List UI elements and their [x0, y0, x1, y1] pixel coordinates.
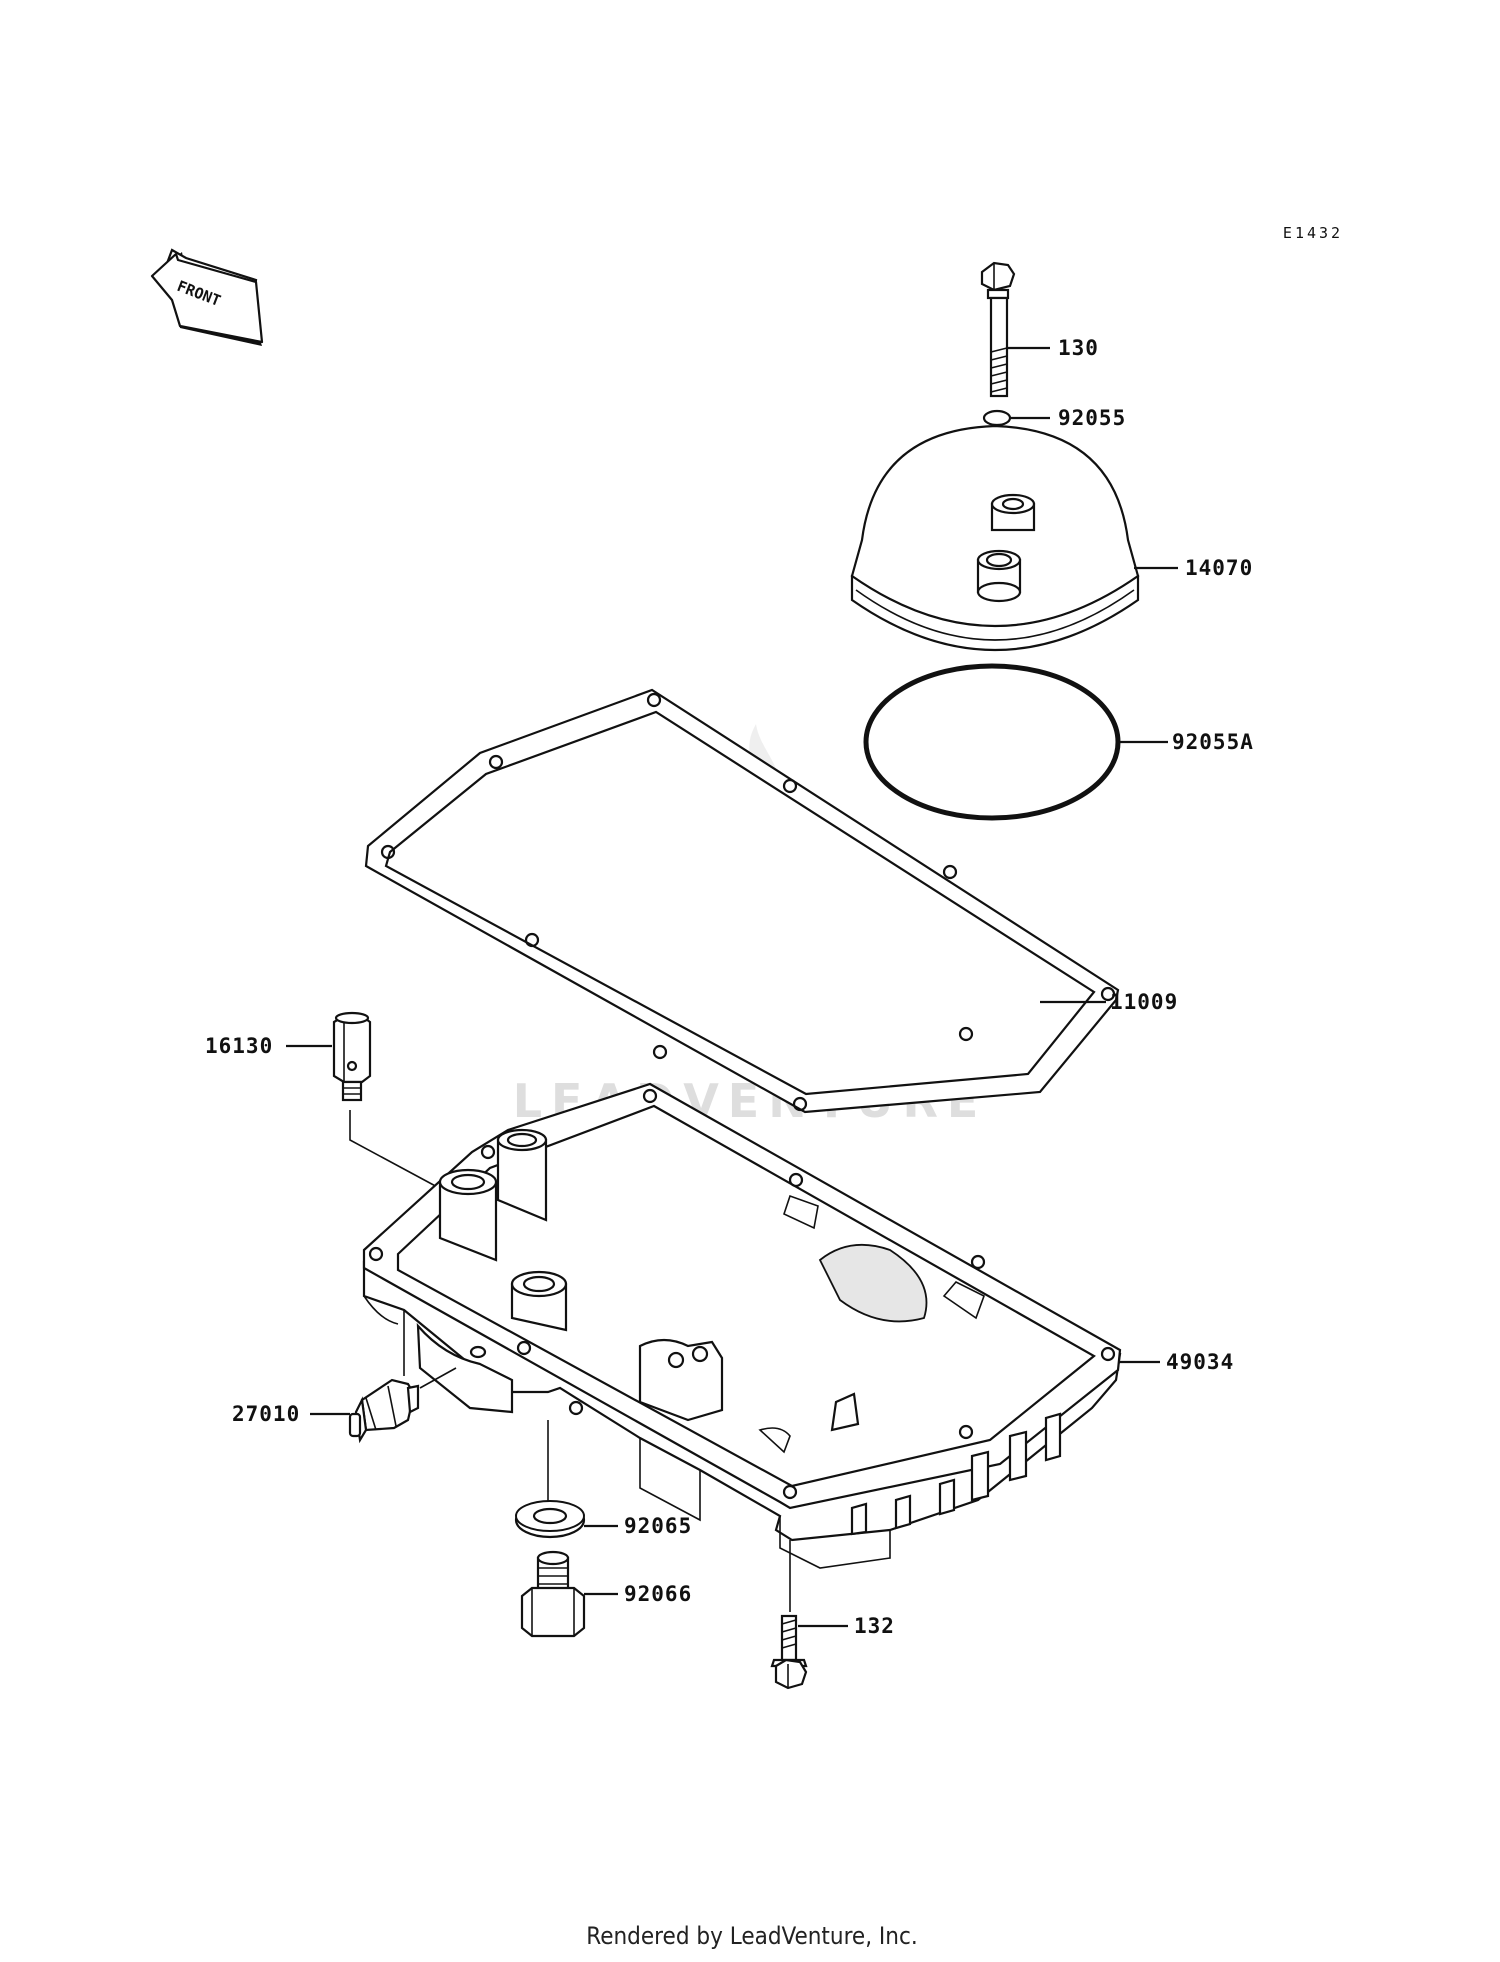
- callout-92055: 92055: [1058, 406, 1126, 430]
- cover-14070: [850, 424, 1140, 651]
- bolt-132: [770, 1614, 808, 1690]
- callout-92065: 92065: [624, 1514, 692, 1538]
- callout-92055A: 92055A: [1172, 730, 1254, 754]
- front-arrow-icon: FRONT: [150, 248, 264, 346]
- washer-92065: [514, 1500, 586, 1539]
- switch-assembly-line: [419, 1367, 457, 1389]
- oil-pan-49034: [362, 1082, 1122, 1569]
- callout-11009: 11009: [1110, 990, 1178, 1014]
- oring-92055A: [863, 663, 1121, 821]
- fitting-assembly-line: [349, 1110, 455, 1197]
- callout-130: 130: [1058, 336, 1099, 360]
- callout-27010: 27010: [232, 1402, 300, 1426]
- switch-27010: [348, 1378, 420, 1444]
- oring-92055: [982, 409, 1012, 427]
- callout-16130: 16130: [205, 1034, 273, 1058]
- footer-credit: Rendered by LeadVenture, Inc.: [586, 1922, 917, 1950]
- bolt-130: [980, 261, 1016, 398]
- gasket-11009: [364, 688, 1120, 1114]
- drain-plug-92066: [520, 1550, 586, 1638]
- callout-92066: 92066: [624, 1582, 692, 1606]
- fitting-16130: [332, 1011, 372, 1102]
- callout-132: 132: [854, 1614, 895, 1638]
- callout-14070: 14070: [1185, 556, 1253, 580]
- callout-49034: 49034: [1166, 1350, 1234, 1374]
- drawing-code: E1432: [1283, 224, 1343, 242]
